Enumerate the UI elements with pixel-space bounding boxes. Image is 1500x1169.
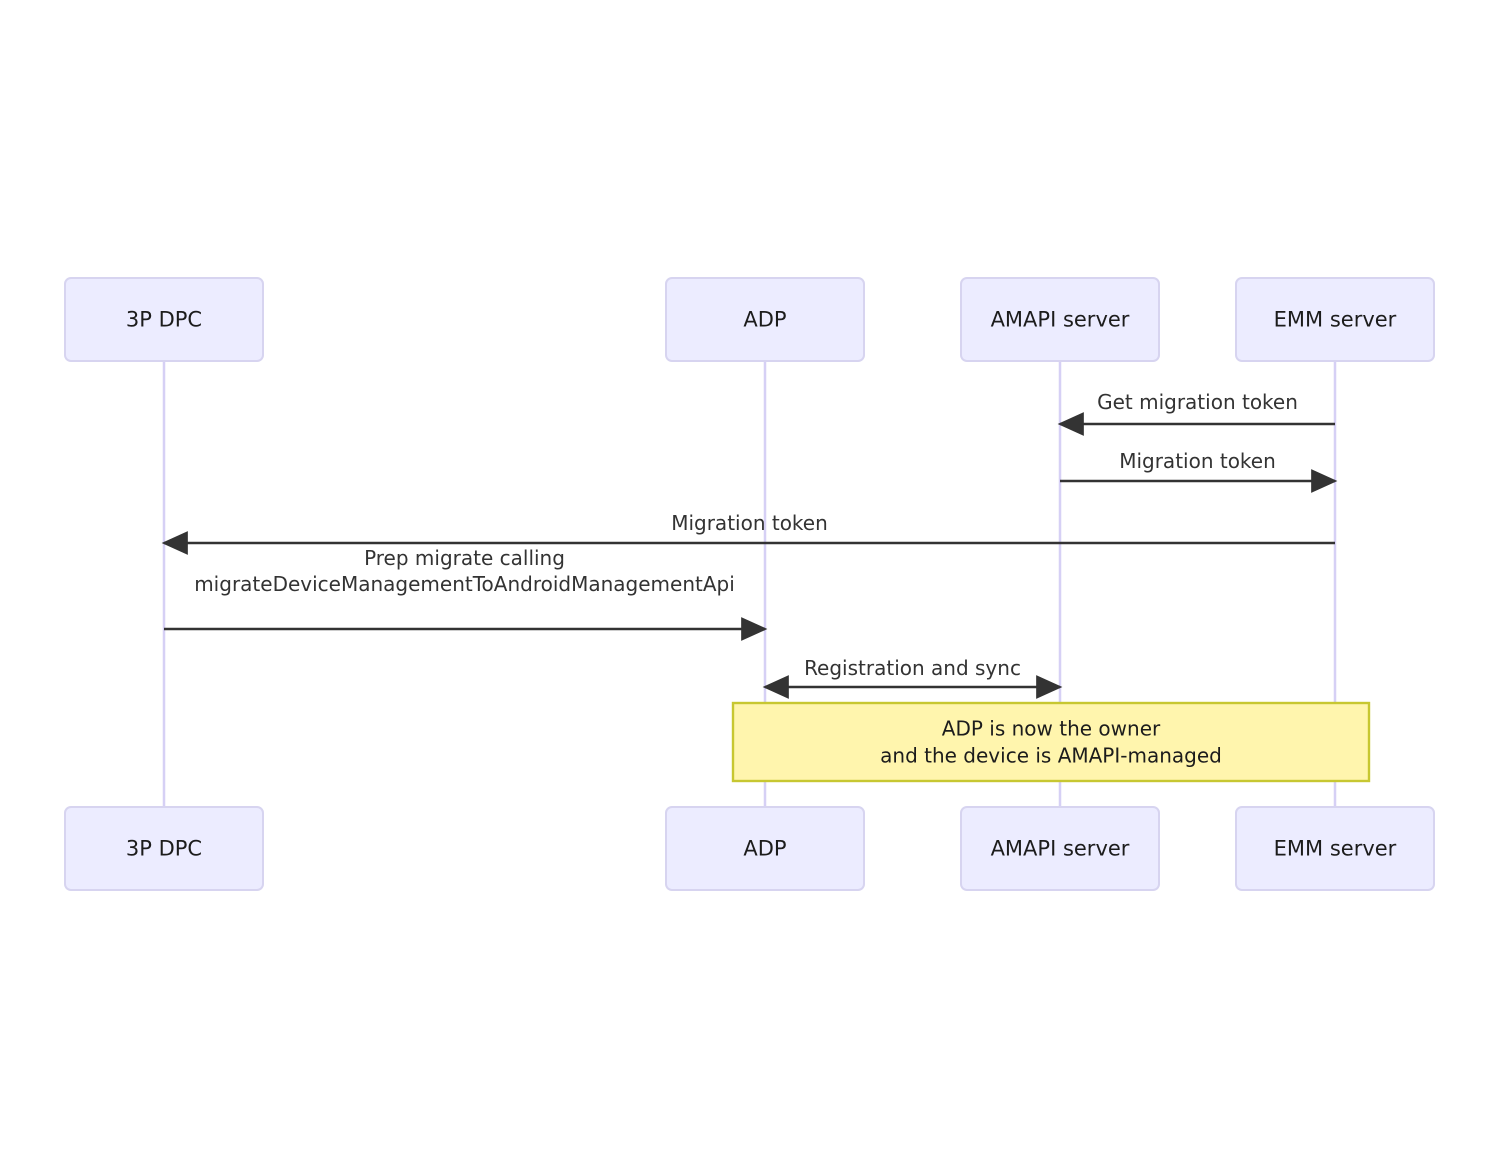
participant-label: EMM server [1274, 837, 1397, 861]
message-label: Registration and sync [804, 656, 1021, 680]
participant-box [1235, 277, 1435, 362]
participant-dpc-top[interactable]: 3P DPC [64, 277, 264, 362]
participant-label: ADP [743, 308, 786, 332]
message-migration-token-to-dpc: Migration token [161, 511, 1335, 555]
note-text-line: ADP is now the owner [942, 717, 1161, 741]
message-label: Get migration token [1097, 390, 1298, 414]
participant-box [64, 277, 264, 362]
note-adp-owner-note: ADP is now the owner and the device is AM… [731, 701, 1371, 783]
message-label: Prep migrate calling [364, 546, 565, 570]
message-label: migrateDeviceManagementToAndroidManageme… [194, 572, 735, 596]
message-get-migration-token: Get migration token [1057, 390, 1335, 436]
participant-label: ADP [743, 837, 786, 861]
participant-label: AMAPI server [991, 837, 1130, 861]
note-box [731, 701, 1371, 783]
notes-layer: ADP is now the owner and the device is AM… [731, 701, 1371, 783]
participant-box [665, 806, 865, 891]
participant-emm-bottom[interactable]: EMM server [1235, 806, 1435, 891]
note-text-line: and the device is AMAPI-managed [880, 744, 1222, 768]
participant-adp-bottom[interactable]: ADP [665, 806, 865, 891]
message-prep-migrate: Prep migrate callingmigrateDeviceManagem… [164, 546, 768, 641]
participant-box [960, 277, 1160, 362]
participant-label: EMM server [1274, 308, 1397, 332]
participant-amapi-top[interactable]: AMAPI server [960, 277, 1160, 362]
participant-box [64, 806, 264, 891]
message-registration-and-sync: Registration and sync [762, 656, 1063, 699]
participant-box [1235, 806, 1435, 891]
participant-label: 3P DPC [126, 837, 202, 861]
participant-dpc-bottom[interactable]: 3P DPC [64, 806, 264, 891]
participant-box [960, 806, 1160, 891]
participant-label: AMAPI server [991, 308, 1130, 332]
participant-amapi-bottom[interactable]: AMAPI server [960, 806, 1160, 891]
participant-emm-top[interactable]: EMM server [1235, 277, 1435, 362]
message-migration-token-to-emm: Migration token [1060, 449, 1338, 493]
message-label: Migration token [671, 511, 828, 535]
message-label: Migration token [1119, 449, 1276, 473]
participant-adp-top[interactable]: ADP [665, 277, 865, 362]
participant-box [665, 277, 865, 362]
participant-label: 3P DPC [126, 308, 202, 332]
